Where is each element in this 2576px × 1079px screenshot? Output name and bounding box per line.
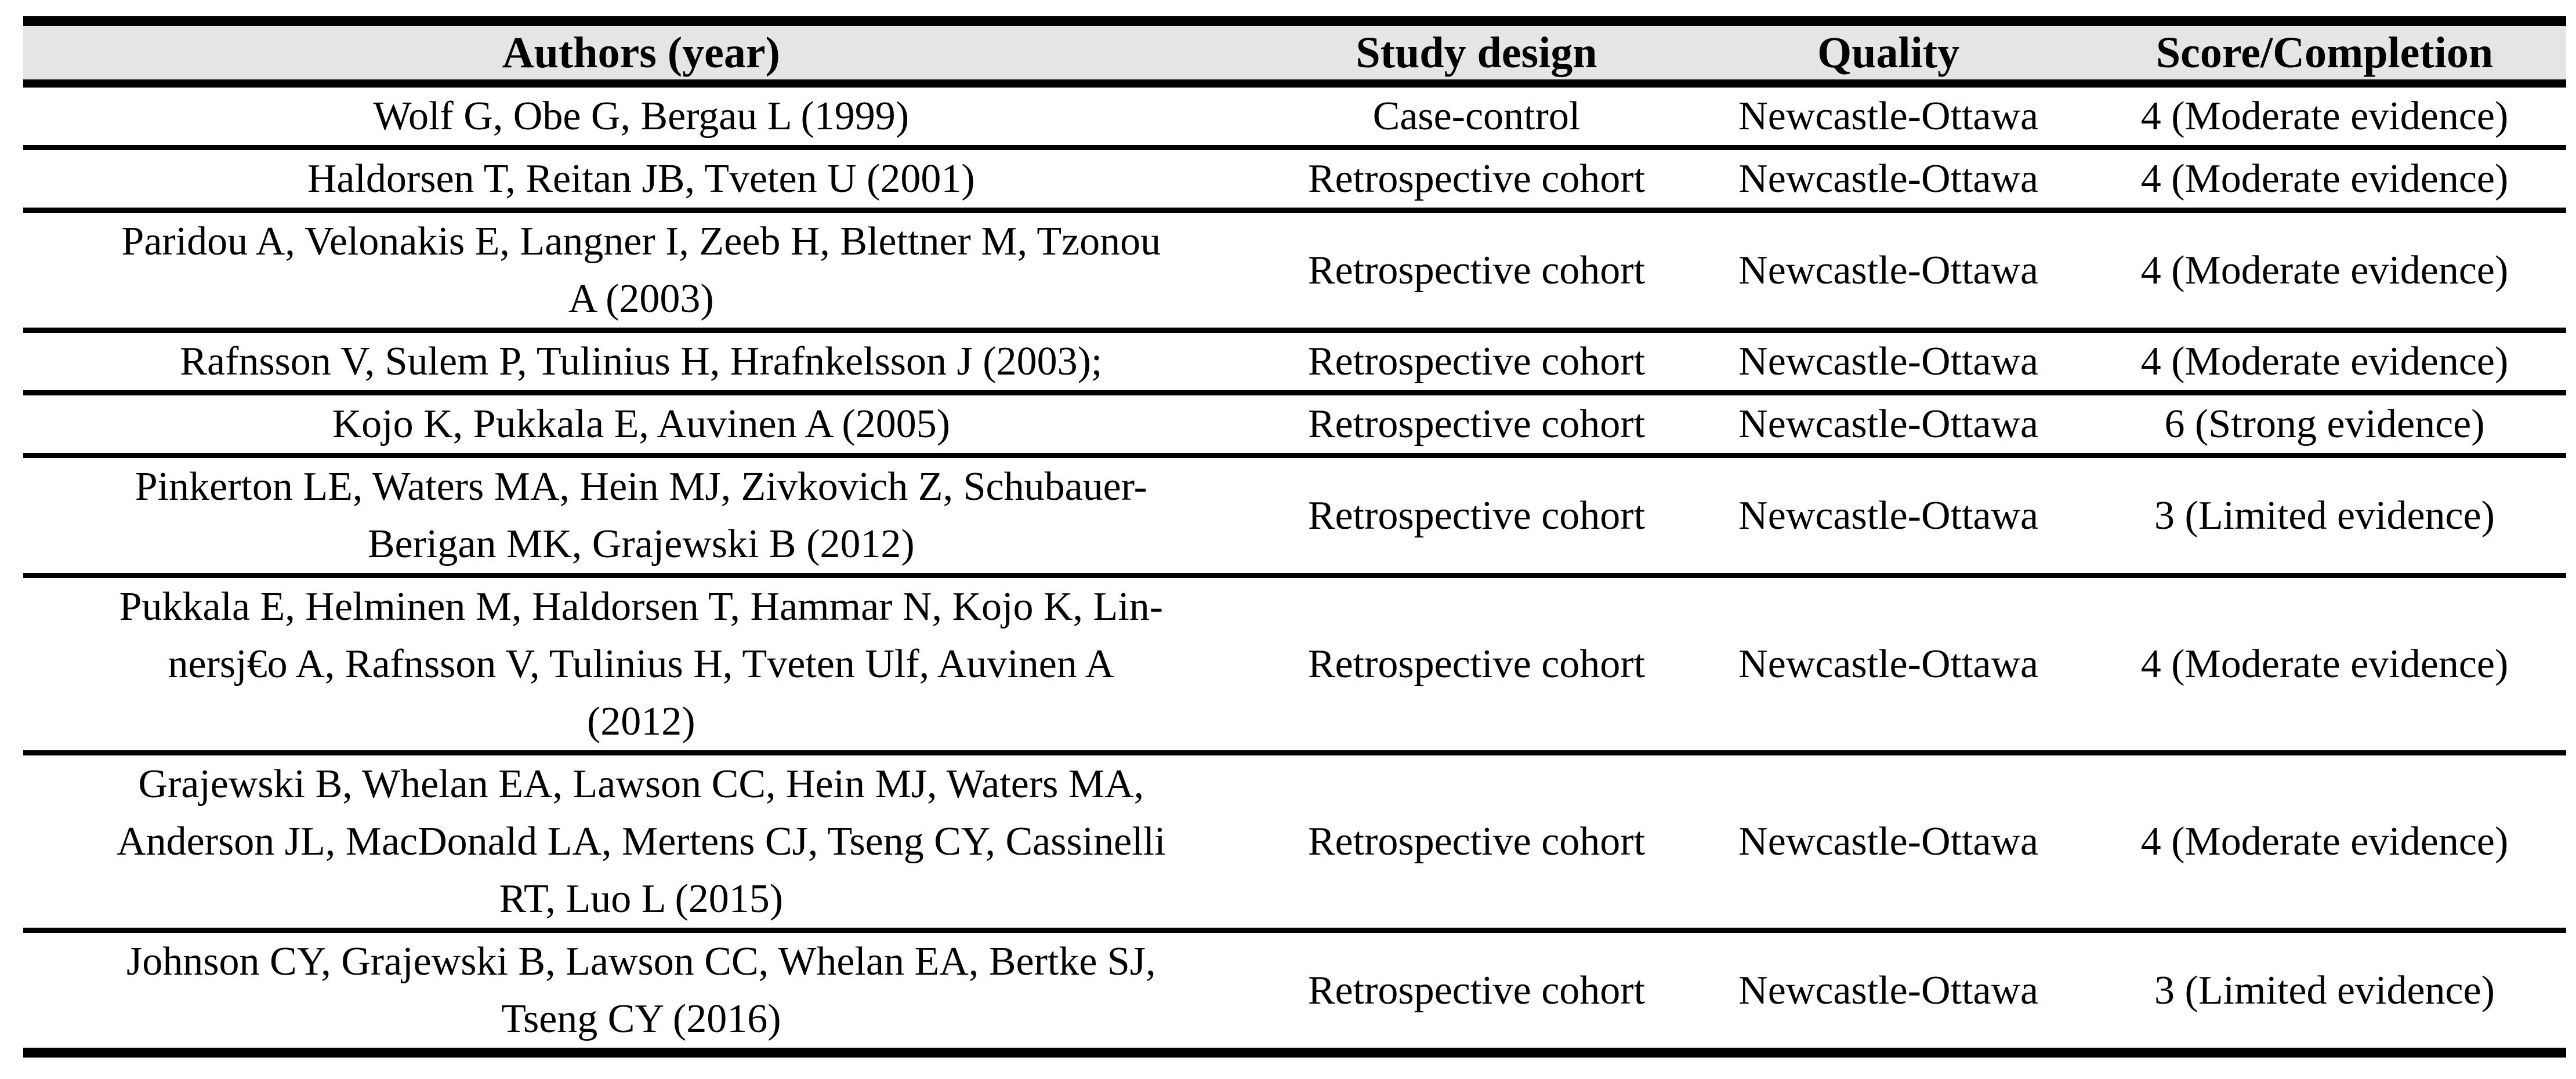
cell-study-design: Retrospective cohort: [1307, 493, 1646, 538]
cell-authors-year: Pinkerton LE, Waters MA, Hein MJ, Zivkov…: [135, 464, 1147, 566]
cell-quality: Newcastle-Ottawa: [1738, 968, 2039, 1013]
table-row: Paridou A, Velonakis E, Langner I, Zeeb …: [23, 210, 2566, 330]
cell-authors-year: Kojo K, Pukkala E, Auvinen A (2005): [332, 402, 951, 446]
cell-score-completion: 4 (Moderate evidence): [2140, 819, 2509, 864]
cell-study-design: Retrospective cohort: [1307, 402, 1646, 446]
cell-score-completion: 4 (Moderate evidence): [2140, 642, 2509, 686]
cell-study-design: Retrospective cohort: [1307, 248, 1646, 293]
quality-assessment-table: Authors (year) Study design Quality Score/C…: [23, 16, 2566, 1058]
cell-quality: Newcastle-Ottawa: [1738, 493, 2039, 538]
column-header-study-design: Study design: [1356, 28, 1597, 77]
cell-quality: Newcastle-Ottawa: [1738, 339, 2039, 384]
cell-study-design: Retrospective cohort: [1307, 968, 1646, 1013]
cell-authors-year: Wolf G, Obe G, Bergau L (1999): [373, 94, 910, 139]
cell-score-completion: 4 (Moderate evidence): [2140, 339, 2509, 384]
cell-study-design: Retrospective cohort: [1307, 642, 1646, 686]
cell-quality: Newcastle-Ottawa: [1738, 642, 2039, 686]
header-row: Authors (year) Study design Quality Score/C…: [23, 21, 2566, 83]
cell-authors-year: Johnson CY, Grajewski B, Lawson CC, Whel…: [126, 939, 1156, 1041]
cell-score-completion: 4 (Moderate evidence): [2140, 248, 2509, 293]
table-header: Authors (year) Study design Quality Score/C…: [23, 21, 2566, 83]
column-header-quality: Quality: [1817, 28, 1960, 77]
cell-score-completion: 3 (Limited evidence): [2154, 493, 2495, 538]
column-header-score-completion: Score/Completion: [2155, 28, 2494, 77]
cell-quality: Newcastle-Ottawa: [1738, 402, 2039, 446]
cell-quality: Newcastle-Ottawa: [1738, 94, 2039, 139]
cell-quality: Newcastle-Ottawa: [1738, 819, 2039, 864]
cell-authors-year: Grajewski B, Whelan EA, Lawson CC, Hein …: [117, 762, 1166, 921]
cell-authors-year: Rafnsson V, Sulem P, Tulinius H, Hrafnke…: [180, 339, 1103, 384]
cell-score-completion: 4 (Moderate evidence): [2140, 94, 2509, 139]
table-row: Pinkerton LE, Waters MA, Hein MJ, Zivkov…: [23, 456, 2566, 576]
cell-score-completion: 3 (Limited evidence): [2154, 968, 2495, 1013]
table-row: Kojo K, Pukkala E, Auvinen A (2005) Retr…: [23, 393, 2566, 456]
table-row: Grajewski B, Whelan EA, Lawson CC, Hein …: [23, 753, 2566, 931]
cell-quality: Newcastle-Ottawa: [1738, 248, 2039, 293]
cell-score-completion: 6 (Strong evidence): [2164, 402, 2485, 446]
table-row: Pukkala E, Helminen M, Haldorsen T, Hamm…: [23, 576, 2566, 753]
cell-study-design: Retrospective cohort: [1307, 819, 1646, 864]
cell-study-design: Retrospective cohort: [1307, 339, 1646, 384]
cell-study-design: Case-control: [1372, 94, 1581, 139]
cell-score-completion: 4 (Moderate evidence): [2140, 157, 2509, 201]
table-body: Wolf G, Obe G, Bergau L (1999) Case-cont…: [23, 83, 2566, 1053]
cell-authors-year: Haldorsen T, Reitan JB, Tveten U (2001): [307, 157, 975, 201]
cell-authors-year: Pukkala E, Helminen M, Haldorsen T, Hamm…: [119, 584, 1164, 744]
table-row: Johnson CY, Grajewski B, Lawson CC, Whel…: [23, 931, 2566, 1053]
table-row: Rafnsson V, Sulem P, Tulinius H, Hrafnke…: [23, 330, 2566, 393]
table-row: Haldorsen T, Reitan JB, Tveten U (2001) …: [23, 148, 2566, 210]
cell-authors-year: Paridou A, Velonakis E, Langner I, Zeeb …: [121, 219, 1161, 321]
column-header-authors-year: Authors (year): [502, 28, 780, 77]
cell-quality: Newcastle-Ottawa: [1738, 157, 2039, 201]
table-row: Wolf G, Obe G, Bergau L (1999) Case-cont…: [23, 83, 2566, 148]
cell-study-design: Retrospective cohort: [1307, 157, 1646, 201]
